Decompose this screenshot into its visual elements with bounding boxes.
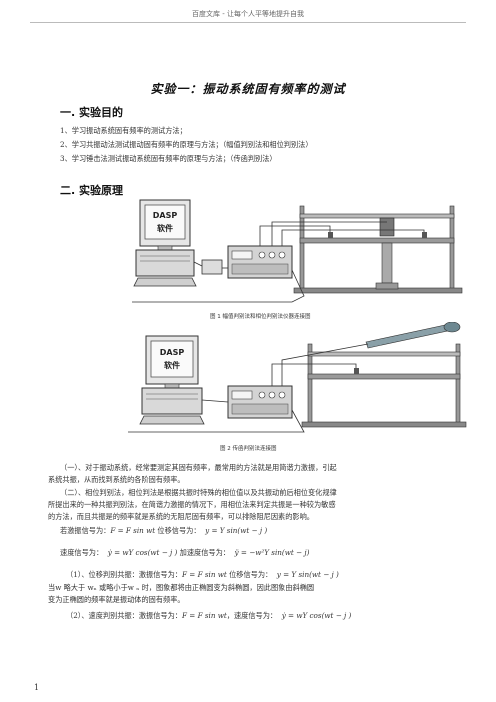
- p6-mid: ，速度信号为：: [226, 611, 278, 620]
- fig1-software-label-bottom: 软件: [157, 223, 173, 233]
- objective-2: 2、学习共振动法测试振动固有频率的原理与方法；（幅值判别法和相位判别法）: [60, 140, 313, 149]
- header-divider: [30, 22, 466, 23]
- p5-displacement-formula: y = Y sin(wt − j ): [276, 570, 339, 579]
- p5-force-formula: F = F sin wt: [181, 570, 227, 579]
- p5-prefix: （1）、位移判别共振：激振信号为：: [66, 570, 182, 579]
- paragraph-5-line-2: 当w 略大于 wₙ 或略小于w ₙ 时，图象都将由正椭圆变为斜椭圆，因此图象由斜…: [48, 583, 315, 592]
- page-number: 1: [34, 683, 40, 692]
- figure-1-apparatus-diagram: DASP 软件: [132, 199, 463, 303]
- p4-velocity-formula: ẏ = wY cos(wt − j ): [107, 548, 178, 557]
- p4-acceleration-formula: ÿ = −w²Y sin(wt − j): [234, 548, 310, 557]
- p3-displacement-formula: y = Y sin(wt − j ): [205, 526, 268, 535]
- p3-prefix: 若激振信号为：: [60, 526, 111, 535]
- paragraph-2-line-3: 的方法，而且共振是的频率就是系统的无阻尼固有频率，可以排除阻尼因素的影响。: [48, 512, 314, 521]
- paragraph-2-line-2: 所提出来的一种共振判别法，在简谐力激振的情况下，用相位法来判定共振是一种较为敏感: [48, 500, 336, 509]
- p5-mid: 位移信号为：: [226, 570, 273, 579]
- fig1-software-label-top: DASP: [153, 211, 178, 220]
- p3-mid: 位移信号为：: [155, 526, 201, 535]
- document-title: 实验一：振动系统固有频率的测试: [150, 82, 346, 96]
- paragraph-1-line-2: 系统共振，从而找到系统的各阶固有频率。: [48, 475, 185, 484]
- figure-1-caption: 图 1 幅值判别法和相位判别法仪器连接图: [210, 314, 311, 320]
- figure-2-apparatus-diagram: DASP 软件: [128, 322, 467, 433]
- fig2-software-label-top: DASP: [160, 348, 185, 357]
- impact-hammer-icon: [365, 322, 461, 349]
- p4-prefix: 速度信号为：: [60, 548, 104, 557]
- p6-prefix: （2）、速度判别共振：激振信号为：: [66, 611, 182, 620]
- paragraph-6: （2）、速度判别共振：激振信号为：F = F sin wt，速度信号为： ẏ =…: [66, 610, 351, 621]
- paragraph-3: 若激振信号为：F = F sin wt 位移信号为： y = Y sin(wt …: [60, 525, 267, 536]
- paragraph-2-line-1: （二）、相位判别法，相位判法是根据共振时特殊的相位值以及共振动前后相位变化规律: [60, 488, 337, 497]
- paragraph-5-line-3: 变为正椭圆的频率就是振动体的固有频率。: [48, 595, 185, 604]
- section-heading-principle: 二. 实验原理: [60, 184, 124, 197]
- paragraph-5-line-1: （1）、位移判别共振：激振信号为：F = F sin wt 位移信号为： y =…: [66, 569, 339, 580]
- p3-force-formula: F = F sin wt: [110, 526, 156, 535]
- fig2-software-label-bottom: 软件: [164, 360, 180, 370]
- p4-mid: 加速度信号为：: [177, 548, 230, 557]
- objective-1: 1、学习振动系统固有频率的测试方法；: [60, 126, 187, 135]
- figure-2-caption: 图 2 传函判别法连接图: [220, 446, 277, 452]
- page-header: 百度文库 - 让每个人平等地提升自我: [192, 10, 304, 18]
- p6-velocity-formula: ẏ = wY cos(wt − j ): [281, 611, 352, 620]
- objective-3: 3、学习锤击法测试振动系统固有频率的原理与方法；（传函判别法）: [60, 154, 277, 163]
- paragraph-4: 速度信号为： ẏ = wY cos(wt − j ) 加速度信号为： ÿ = −…: [60, 547, 309, 558]
- section-heading-objectives: 一. 实验目的: [60, 106, 124, 119]
- paragraph-1-line-1: （一）、对于振动系统，经常要测定其固有频率，最常用的方法就是用简谐力激振，引起: [60, 463, 337, 472]
- p6-force-formula: F = F sin wt: [181, 611, 227, 620]
